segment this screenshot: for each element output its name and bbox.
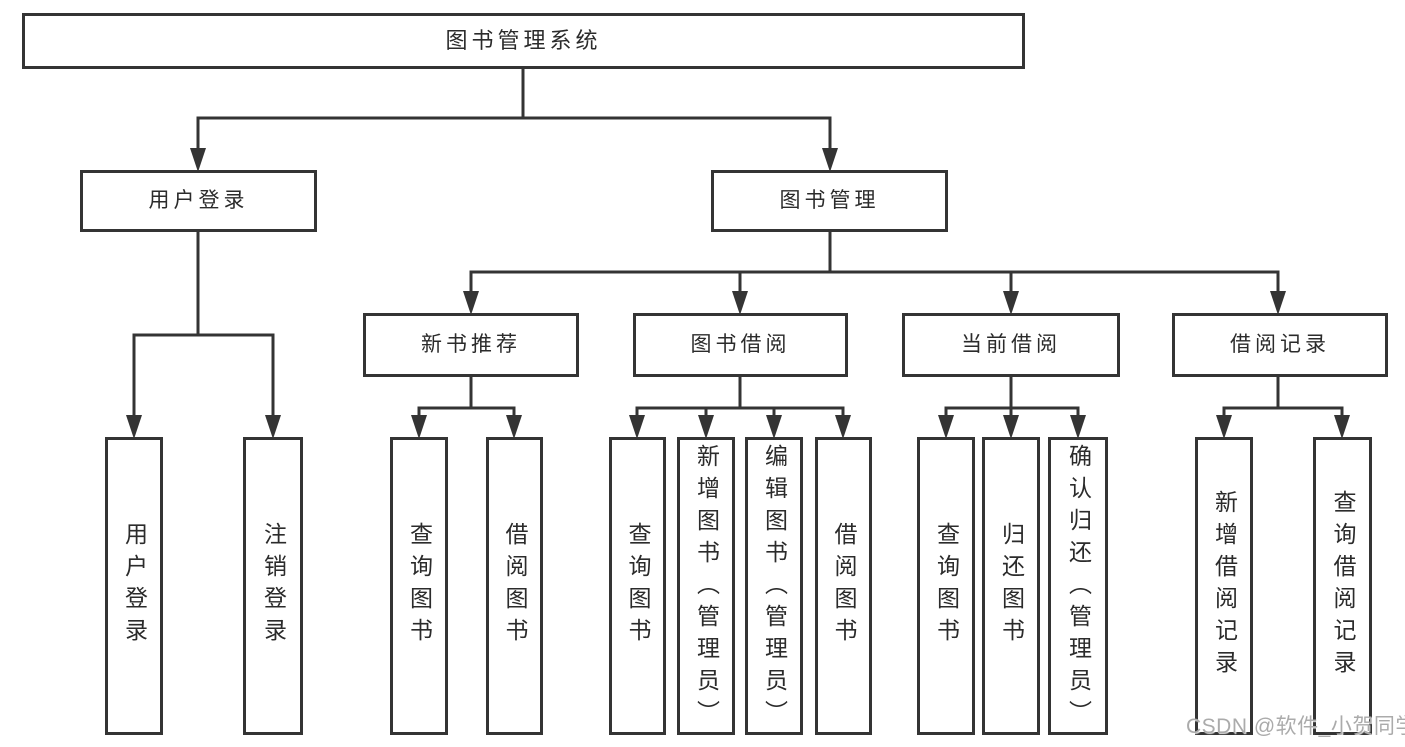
leaf-borrow-query-books: 查询图书 [609,437,666,735]
leaf-newbook-query-books: 查询图书 [390,437,448,735]
node-new-book-recommend: 新书推荐 [363,313,579,377]
node-user-login: 用户登录 [80,170,317,232]
leaf-current-confirm-return-admin: 确认归还（管理员） [1048,437,1108,735]
csdn-watermark: CSDN @软件_小贺同学 [1186,715,1405,738]
connector-lines [132,67,1344,419]
leaf-current-query-books: 查询图书 [917,437,975,735]
leaf-records-add-record: 新增借阅记录 [1195,437,1253,735]
node-current-borrowing: 当前借阅 [902,313,1120,377]
node-book-management: 图书管理 [711,170,948,232]
leaf-borrow-edit-books-admin: 编辑图书（管理员） [745,437,803,735]
leaf-newbook-borrow-books: 借阅图书 [486,437,543,735]
leaf-current-return-books: 归还图书 [982,437,1040,735]
node-library-system: 图书管理系统 [22,13,1025,69]
node-book-borrowing: 图书借阅 [633,313,848,377]
leaf-borrow-borrow-books: 借阅图书 [815,437,872,735]
arrowheads [126,148,1350,439]
leaf-logout: 注销登录 [243,437,303,735]
leaf-borrow-add-books-admin: 新增图书（管理员） [677,437,735,735]
leaf-user-login: 用户登录 [105,437,163,735]
node-borrowing-records: 借阅记录 [1172,313,1388,377]
leaf-records-query-record: 查询借阅记录 [1313,437,1372,735]
